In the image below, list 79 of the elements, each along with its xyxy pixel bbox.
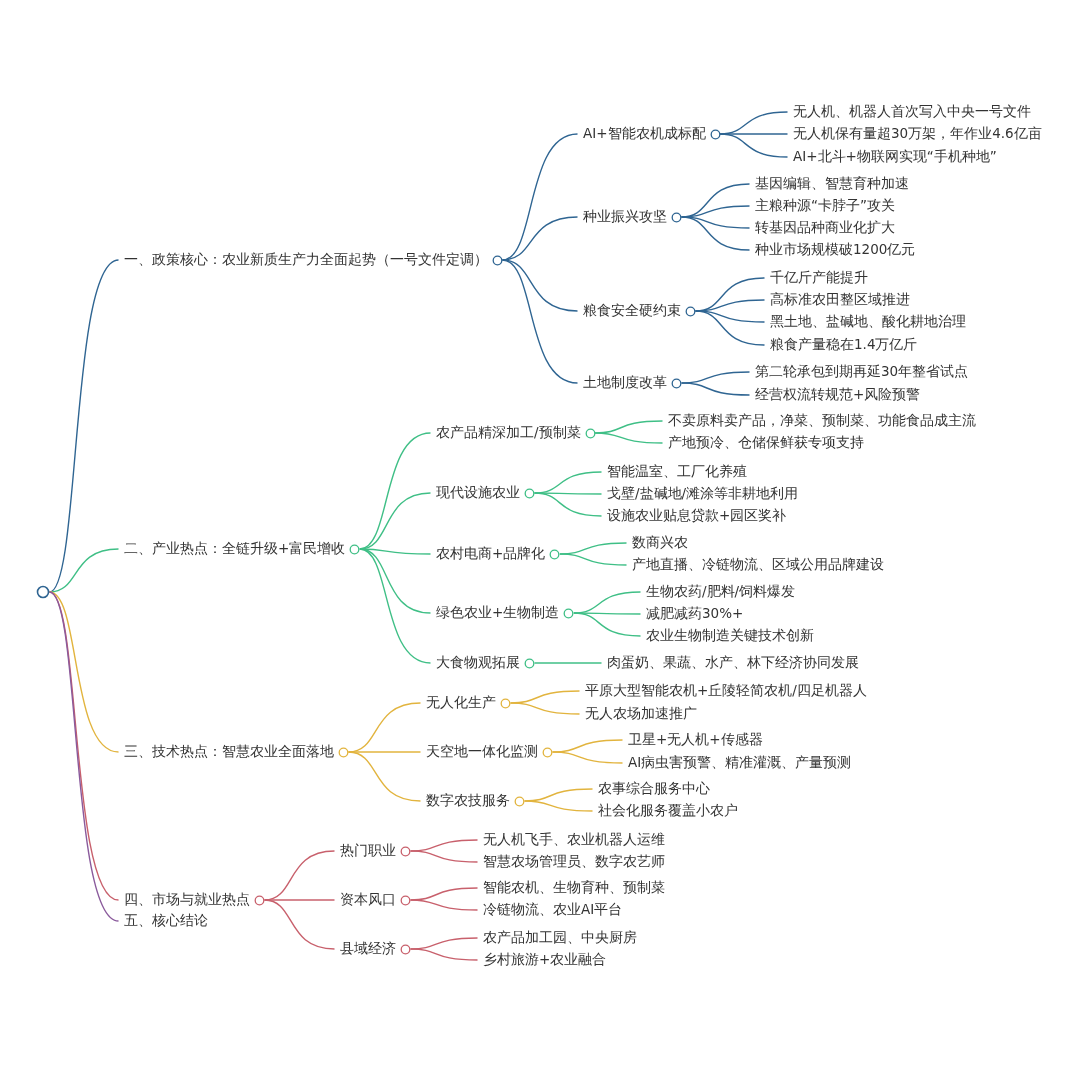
leaf-label: 第二轮承包到期再延30年整省试点	[755, 363, 969, 381]
branch-line	[523, 800, 594, 812]
leaf-label: 农产品加工园、中央厨房	[483, 929, 637, 947]
topic-label: 数字农技服务	[426, 792, 510, 810]
topic-label: 粮食安全硬约束	[583, 302, 681, 320]
topic-label: 农产品精深加工/预制菜	[436, 424, 581, 442]
leaf-label: 戈壁/盐碱地/滩涂等非耕地利用	[607, 485, 799, 503]
topic-label: 大食物观拓展	[436, 654, 520, 672]
leaf-label: 千亿斤产能提升	[770, 269, 868, 287]
branch-line	[559, 553, 628, 566]
topic-label: 热门职业	[340, 842, 396, 860]
leaf-label: 高标准农田整区域推进	[770, 291, 910, 309]
leaf-label: 平原大型智能农机+丘陵轻简农机/四足机器人	[585, 682, 867, 700]
topic-label: AI+智能农机成标配	[583, 125, 706, 143]
leaf-label: 黑土地、盐碱地、酸化耕地治理	[770, 313, 966, 331]
leaf-label: AI+北斗+物联网实现“手机种地”	[793, 148, 997, 166]
leaf-label: 减肥减药30%+	[646, 605, 744, 623]
leaf-label: 肉蛋奶、果蔬、水产、林下经济协同发展	[607, 654, 859, 672]
branch-line	[359, 548, 432, 555]
branch-line	[719, 133, 789, 158]
branch-line	[680, 382, 751, 396]
branch-line	[48, 591, 120, 753]
leaf-label: 数商兴农	[632, 534, 688, 552]
topic-label: 三、技术热点：智慧农业全面落地	[124, 743, 334, 761]
branch-line	[409, 948, 479, 961]
leaf-label: 不卖原料卖产品，净菜、预制菜、功能食品成主流	[668, 412, 976, 430]
leaf-label: 智能温室、工厂化养殖	[607, 463, 747, 481]
branch-line	[573, 612, 642, 637]
leaf-label: 智能农机、生物育种、预制菜	[483, 879, 665, 897]
leaf-label: 粮食产量稳在1.4万亿斤	[770, 336, 918, 354]
branch-line	[533, 662, 603, 664]
leaf-label: 社会化服务覆盖小农户	[598, 802, 738, 820]
topic-label: 一、政策核心：农业新质生产力全面起势（一号文件定调）	[124, 251, 488, 269]
leaf-label: 转基因品种商业化扩大	[755, 219, 895, 237]
branch-line	[680, 216, 751, 251]
topic-label: 天空地一体化监测	[426, 743, 538, 761]
leaf-label: 设施农业贴息贷款+园区奖补	[607, 507, 787, 525]
topic-label: 农村电商+品牌化	[436, 545, 546, 563]
leaf-label: 无人农场加速推广	[585, 705, 697, 723]
leaf-label: 产地预冷、仓储保鲜获专项支持	[668, 434, 864, 452]
branch-line	[501, 259, 579, 384]
topic-label: 县域经济	[340, 940, 396, 958]
leaf-label: 种业市场规模破1200亿元	[755, 241, 916, 259]
leaf-label: 生物农药/肥料/饲料爆发	[646, 583, 796, 601]
branch-line	[409, 899, 479, 911]
branch-line	[48, 548, 120, 593]
topic-label: 种业振兴攻坚	[583, 208, 667, 226]
leaf-label: AI病虫害预警、精准灌溉、产量预测	[628, 754, 852, 772]
leaf-label: 卫星+无人机+传感器	[628, 731, 763, 749]
leaf-label: 冷链物流、农业AI平台	[483, 901, 623, 919]
branch-line	[551, 751, 624, 764]
branch-line	[509, 702, 581, 715]
branch-line	[409, 850, 479, 863]
topic-label: 二、产业热点：全链升级+富民增收	[124, 540, 346, 558]
leaf-label: 产地直播、冷链物流、区域公用品牌建设	[632, 556, 884, 574]
leaf-label: 经营权流转规范+风险预警	[755, 386, 921, 404]
leaf-label: 无人机保有量超30万架，年作业4.6亿亩	[793, 125, 1042, 143]
branch-line	[263, 899, 336, 950]
leaf-label: 智慧农场管理员、数字农艺师	[483, 853, 665, 871]
topic-label: 资本风口	[340, 891, 396, 909]
leaf-label: 乡村旅游+农业融合	[483, 951, 607, 969]
leaf-label: 农业生物制造关键技术创新	[646, 627, 814, 645]
branch-line	[533, 492, 603, 517]
leaf-label: 基因编辑、智慧育种加速	[755, 175, 909, 193]
branch-line	[594, 432, 664, 444]
leaf-label: 主粮种源“卡脖子”攻关	[755, 197, 895, 215]
leaf-label: 农事综合服务中心	[598, 780, 710, 798]
branch-line	[694, 310, 766, 346]
branch-line	[359, 548, 432, 664]
topic-label: 土地制度改革	[583, 374, 667, 392]
topic-label: 绿色农业+生物制造	[436, 604, 560, 622]
branch-line	[501, 259, 579, 312]
topic-label: 四、市场与就业热点	[124, 891, 250, 909]
topic-label: 现代设施农业	[436, 484, 520, 502]
leaf-label: 五、核心结论	[124, 912, 208, 930]
leaf-label: 无人机飞手、农业机器人运维	[483, 831, 665, 849]
leaf-label: 无人机、机器人首次写入中央一号文件	[793, 103, 1031, 121]
branch-line	[347, 751, 422, 802]
topic-label: 无人化生产	[426, 694, 496, 712]
